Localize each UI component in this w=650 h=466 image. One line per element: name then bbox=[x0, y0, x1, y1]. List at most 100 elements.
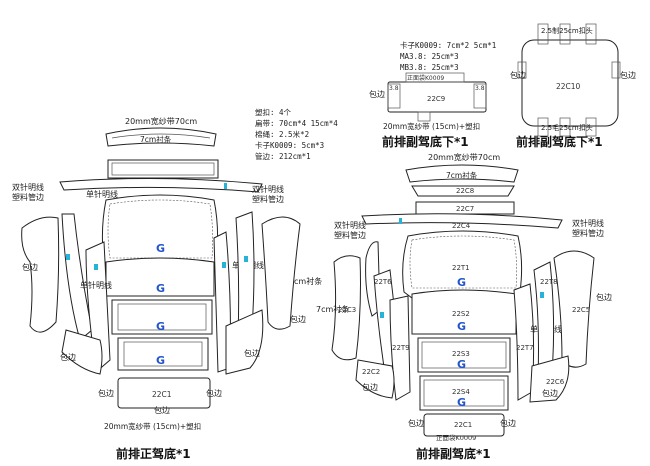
piece-22c1 bbox=[423, 413, 505, 437]
label-bottom-strip: 2.5毛25cm扣头 bbox=[541, 123, 593, 132]
note-flat-band: 扁带: 70cm*4 15cm*4 bbox=[255, 118, 338, 128]
label-single-stitch-left-v: 单针明线 bbox=[80, 280, 112, 290]
g-mark-left-1: G bbox=[156, 242, 165, 255]
note-ma: MA3.8: 25cm*3 bbox=[400, 52, 459, 61]
notes-center: 塑扣: 4个 扁带: 70cm*4 15cm*4 棉绳: 2.5米*2 卡子K0… bbox=[255, 107, 338, 161]
code-22c9: 22C9 bbox=[427, 95, 445, 103]
label-binding-22c1-r-left: 包边 bbox=[408, 418, 424, 428]
code-22t8: 22T8 bbox=[540, 278, 558, 286]
label-binding-22c6: 包边 bbox=[542, 388, 558, 398]
label-lining-7cm-v: 7cm衬条 bbox=[316, 304, 349, 314]
piece-side-left-inner bbox=[61, 213, 93, 341]
marker-right-a bbox=[222, 262, 226, 268]
piece-seat-bottom-left bbox=[117, 337, 209, 371]
piece-long-strip-left bbox=[59, 177, 263, 193]
label-binding-22c1-right: 包边 bbox=[206, 388, 222, 398]
label-binding-right-side-a: 包边 bbox=[290, 314, 306, 324]
code-22t9: 22T9 bbox=[392, 344, 410, 352]
code-22c3: 22C3 bbox=[338, 306, 356, 314]
code-22t7: 22T7 bbox=[516, 344, 534, 352]
label-double-stitch-left-a: 双针明线塑料管边 bbox=[12, 182, 44, 202]
title-front-passenger-lower-a: 前排副驾底下*1 bbox=[382, 134, 469, 149]
g-mark-left-4: G bbox=[156, 354, 165, 367]
piece-side-right-bottom bbox=[225, 309, 264, 375]
label-binding-22c9: 包边 bbox=[369, 89, 385, 99]
marker-right-b bbox=[244, 256, 248, 262]
panel-22c9: 正面袋K0009 3.8 3.8 22C9 包边 20mm宽纱带 (15cm)+… bbox=[369, 72, 487, 149]
g-mark-left-2: G bbox=[156, 282, 165, 295]
note-buckle: 塑扣: 4个 bbox=[255, 107, 292, 117]
piece-seat-low-left bbox=[111, 299, 213, 335]
piece-22t1 bbox=[402, 230, 523, 299]
piece-22s3-inner bbox=[421, 341, 507, 369]
piece-22s4 bbox=[419, 375, 509, 411]
piece-side-left-outer bbox=[21, 216, 60, 333]
code-22t1: 22T1 bbox=[452, 264, 470, 272]
g-mark-right-3: G bbox=[457, 358, 466, 371]
piece-top-band-left-inner bbox=[111, 133, 211, 139]
strip-right bbox=[611, 61, 621, 79]
piece-strip-upper-left-inner bbox=[111, 162, 215, 176]
front-passenger-base: 20mm宽纱带70cm 7cm衬条 22C8 22C7 22C4 双针明线塑料管… bbox=[316, 152, 612, 461]
face-bag-label: 正面袋K0009 bbox=[407, 74, 444, 82]
strip-top-1 bbox=[537, 23, 549, 45]
label-single-stitch-left: 单针明线 bbox=[86, 189, 118, 199]
label-binding-22c1-left: 包边 bbox=[98, 388, 114, 398]
piece-side-right-outer bbox=[261, 216, 301, 330]
tab-3-8-right: 3.8 bbox=[475, 85, 485, 92]
label-double-stitch-right-b: 双针明线塑料管边 bbox=[572, 218, 604, 238]
panel-22c9-bottom-tab bbox=[417, 111, 431, 122]
code-22c1-left: 22C1 bbox=[152, 390, 172, 399]
label-binding-22c5: 包边 bbox=[596, 292, 612, 302]
face-bag-tab bbox=[405, 72, 465, 83]
piece-strip-upper-left bbox=[107, 159, 219, 179]
marker-left-inner bbox=[66, 254, 70, 260]
piece-22c5 bbox=[553, 250, 595, 368]
g-mark-right-1: G bbox=[457, 276, 466, 289]
code-22c4: 22C4 bbox=[452, 222, 471, 230]
piece-22c4 bbox=[361, 213, 563, 229]
label-binding-22c1-bottom: 包边 bbox=[154, 405, 170, 415]
panel-22c10: 2.5制25cm扣头 2.5毛25cm扣头 22C10 包边 包边 前排副驾底下… bbox=[510, 23, 636, 149]
label-binding-22c10-left: 包边 bbox=[510, 70, 526, 80]
panel-22c9-left-tab bbox=[387, 83, 401, 109]
piece-seat-low-left-inner bbox=[117, 303, 207, 331]
label-binding-22c10-right: 包边 bbox=[620, 70, 636, 80]
note-cotton-rope: 棉绳: 2.5米*2 bbox=[255, 129, 309, 139]
code-22s4: 22S4 bbox=[452, 388, 470, 396]
label-lining-left: 7cm衬条 bbox=[140, 134, 172, 144]
marker-22c4 bbox=[399, 218, 402, 224]
piece-seat-bottom-left-inner bbox=[123, 341, 203, 367]
piece-seat-upper-left-stitch bbox=[107, 199, 213, 259]
g-mark-left-3: G bbox=[156, 320, 165, 333]
title-front-passenger-base: 前排副驾底*1 bbox=[416, 446, 491, 461]
piece-seat-upper-left bbox=[101, 194, 219, 269]
panel-22c9-right-tab bbox=[473, 83, 487, 109]
label-lining-right: 7cm衬条 bbox=[446, 170, 478, 180]
title-front-passenger-lower-b: 前排副驾底下*1 bbox=[516, 134, 603, 149]
label-binding-22c1-r-right: 包边 bbox=[500, 418, 516, 428]
label-double-stitch-right-a: 双针明线塑料管边 bbox=[334, 220, 366, 240]
code-22c8: 22C8 bbox=[456, 187, 474, 195]
piece-22t1-stitch bbox=[409, 235, 517, 289]
strip-top-2 bbox=[559, 23, 571, 45]
piece-22t9 bbox=[389, 295, 411, 401]
label-band-70cm-left: 20mm宽纱带70cm bbox=[125, 116, 197, 126]
piece-22c2 bbox=[355, 359, 395, 399]
piece-22c8 bbox=[411, 185, 515, 197]
note-mb: MB3.8: 25cm*3 bbox=[400, 63, 459, 72]
front-driver-base: 20mm宽纱带70cm 7cm衬条 双针明线塑料管边 单针明线 双针明线塑料管边… bbox=[12, 116, 322, 461]
marker-22t8 bbox=[540, 292, 544, 298]
strip-bottom-3 bbox=[585, 117, 597, 137]
note-clip: 卡子K0009: 7cm*2 5cm*1 bbox=[400, 40, 496, 50]
tab-3-8-left: 3.8 bbox=[389, 85, 399, 92]
code-22c2: 22C2 bbox=[362, 368, 380, 376]
piece-22c3 bbox=[331, 255, 361, 361]
label-top-strip: 2.5制25cm扣头 bbox=[541, 26, 593, 35]
note-clip-center: 卡子K0009: 5cm*3 bbox=[255, 140, 324, 150]
piece-22c6 bbox=[529, 355, 570, 403]
title-front-driver-base: 前排正驾底*1 bbox=[116, 446, 191, 461]
label-double-stitch-left-b: 双针明线塑料管边 bbox=[252, 184, 284, 204]
notes-top-right: 卡子K0009: 7cm*2 5cm*1 MA3.8: 25cm*3 MB3.8… bbox=[400, 40, 496, 72]
